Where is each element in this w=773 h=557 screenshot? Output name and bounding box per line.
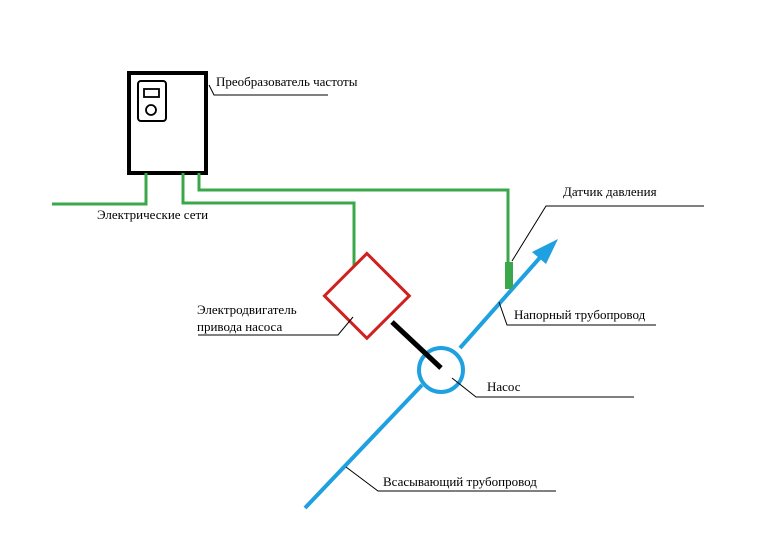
leader-sensor bbox=[511, 205, 704, 262]
motor-body bbox=[322, 251, 412, 341]
label-pressure-sensor: Датчик давления bbox=[563, 184, 657, 199]
wiring bbox=[52, 173, 510, 270]
motor-shaft bbox=[390, 320, 443, 370]
label-frequency-converter: Преобразователь частоты bbox=[216, 74, 358, 89]
frequency-converter bbox=[127, 71, 208, 175]
converter-knob bbox=[145, 104, 157, 116]
leader-discharge bbox=[498, 301, 656, 326]
label-discharge-pipe: Напорный трубопровод bbox=[514, 307, 646, 322]
leader-pump bbox=[451, 377, 634, 398]
label-pump: Насос bbox=[487, 379, 521, 394]
label-motor-line2: привода насоса bbox=[197, 319, 282, 334]
leader-motor bbox=[198, 316, 354, 336]
label-suction-pipe: Всасывающий трубопровод bbox=[383, 474, 537, 489]
converter-display bbox=[143, 88, 160, 98]
flow-arrow-icon bbox=[532, 239, 558, 264]
pressure-sensor-body bbox=[505, 262, 513, 289]
label-motor-line1: Электродвигатель bbox=[197, 302, 297, 317]
power-grid-wire bbox=[52, 173, 148, 206]
suction-pipe-line bbox=[303, 383, 424, 510]
discharge-pipe-line bbox=[458, 251, 546, 350]
leader-suction bbox=[345, 466, 556, 492]
label-power-grid: Электрические сети bbox=[97, 207, 208, 222]
leader-converter bbox=[208, 84, 328, 96]
motor-wire bbox=[181, 173, 356, 270]
pump-circle bbox=[417, 346, 465, 394]
leader-lines bbox=[198, 84, 704, 492]
sensor-wire bbox=[197, 173, 510, 270]
pipeline bbox=[303, 251, 546, 510]
